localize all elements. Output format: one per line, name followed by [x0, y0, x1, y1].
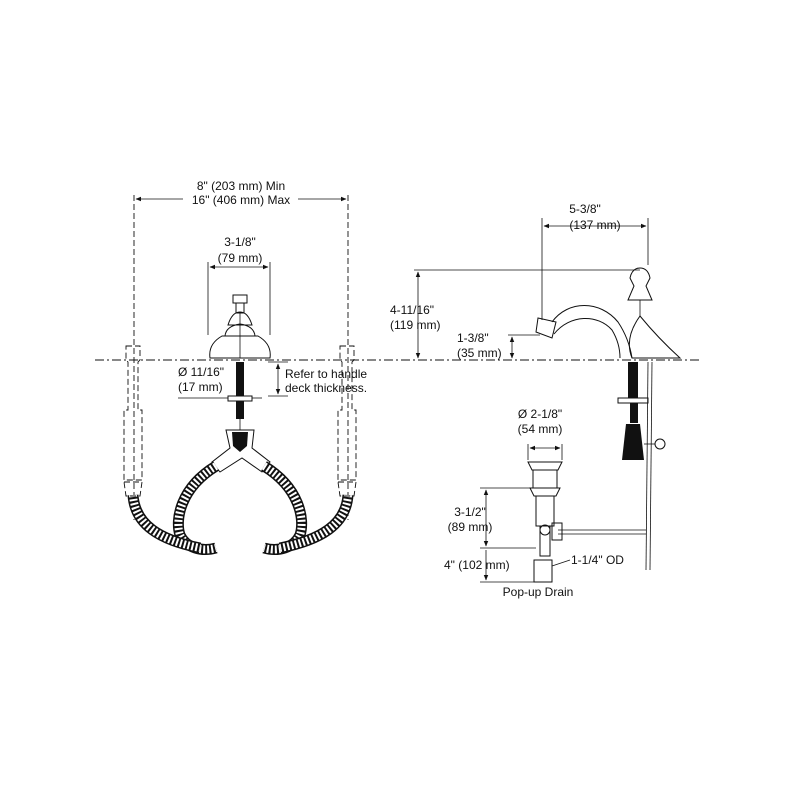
- front-shank: [227, 362, 253, 419]
- spout-reach-inch: 5-3/8": [569, 202, 601, 216]
- hole-dia-inch: Ø 11/16": [178, 365, 224, 379]
- tee-connector: [211, 419, 271, 473]
- front-view: 8" (203 mm) Min 16" (406 mm) Max 3-1/8" …: [123, 179, 367, 555]
- right-valve: [337, 345, 357, 497]
- drain-dia-mm: (54 mm): [518, 422, 563, 436]
- braided-hoses: [127, 461, 354, 555]
- drain-total-label: 4" (102 mm): [444, 558, 510, 572]
- spread-max-label: 16" (406 mm) Max: [192, 193, 290, 207]
- spout-height-mm: (35 mm): [457, 346, 502, 360]
- drain-dia-inch: Ø 2-1/8": [518, 407, 562, 421]
- side-view: 5-3/8" (137 mm) 4-11/16" (119 mm) 1-3/8"…: [390, 202, 682, 599]
- deck-note-line2: deck thickness.: [285, 381, 367, 395]
- overall-height-mm: (119 mm): [390, 318, 440, 332]
- drain-length-inch: 3-1/2": [454, 505, 486, 519]
- tailpiece-od-label: 1-1/4" OD: [571, 553, 624, 567]
- handle-width-mm: (79 mm): [218, 251, 263, 265]
- drain-length-mm: (89 mm): [448, 520, 493, 534]
- side-shank: [617, 361, 666, 571]
- overall-height-inch: 4-11/16": [390, 303, 434, 317]
- hole-dia-mm: (17 mm): [178, 380, 223, 394]
- handle-width-inch: 3-1/8": [224, 235, 256, 249]
- spout-reach-mm: (137 mm): [569, 218, 620, 232]
- spread-min-label: 8" (203 mm) Min: [197, 179, 285, 193]
- pop-up-drain: [527, 461, 646, 583]
- deck-note-line1: Refer to handle: [285, 367, 367, 381]
- spout-height-inch: 1-3/8": [457, 331, 489, 345]
- faucet-front-body: [209, 294, 271, 359]
- left-valve: [123, 345, 143, 497]
- drain-title: Pop-up Drain: [503, 585, 574, 599]
- faucet-side-body: [535, 267, 682, 359]
